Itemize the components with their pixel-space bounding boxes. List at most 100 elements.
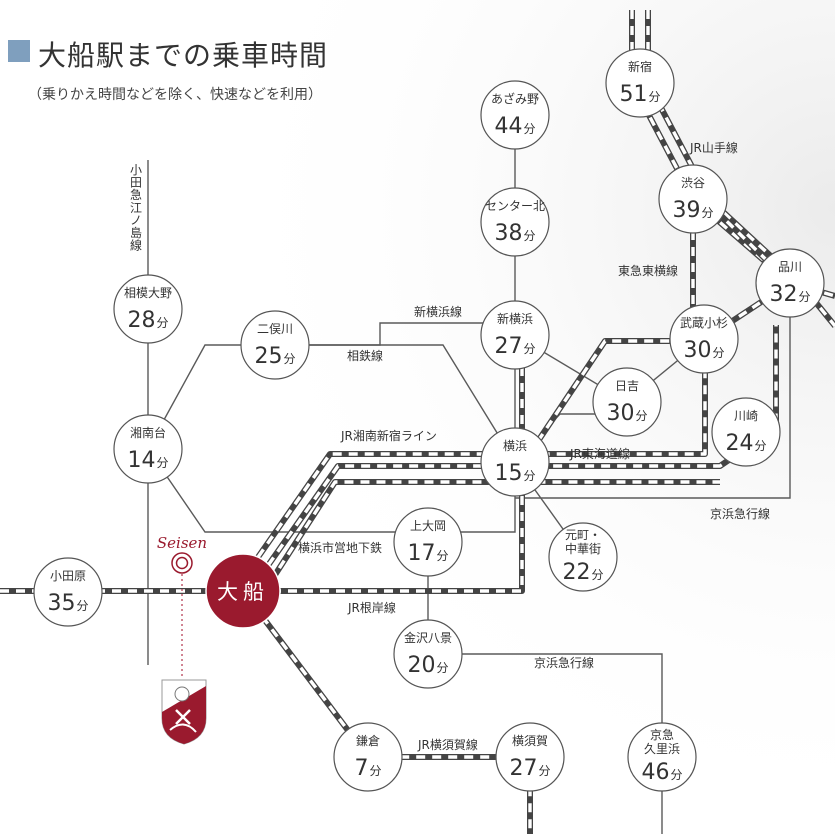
- station-circle: [393, 619, 463, 689]
- line-label-jr-negishi: JR根岸線: [347, 600, 396, 615]
- station-name: 新横浜: [497, 311, 533, 326]
- station-name: 元町・: [565, 528, 601, 542]
- station-circle: [548, 522, 618, 592]
- station-circle: [113, 274, 183, 344]
- station-time: 35分: [47, 591, 88, 616]
- station-name: 金沢八景: [404, 630, 452, 645]
- seisen-logo-text: Seisen: [157, 534, 207, 552]
- station-time: 7分: [354, 756, 381, 781]
- station-name: 二俣川: [257, 322, 293, 336]
- station-shin-yokohama: 新横浜 27分: [480, 300, 550, 370]
- station-name: 鎌倉: [356, 733, 380, 748]
- line-label-jr-yokosuka: JR横須賀線: [417, 737, 478, 752]
- station-circle: [480, 300, 550, 370]
- station-time: 22分: [562, 560, 603, 585]
- title-marker: [8, 40, 30, 62]
- station-circle: [755, 248, 825, 318]
- station-circle: [592, 367, 662, 437]
- rail-lines: [0, 10, 835, 834]
- station-time: 28分: [127, 308, 168, 333]
- station-shinagawa: 品川 32分: [755, 248, 825, 318]
- station-musashi-kosugi: 武蔵小杉 30分: [669, 304, 739, 374]
- station-name: 相模大野: [124, 286, 172, 300]
- station-shinjuku: 新宿 51分: [605, 48, 675, 118]
- line-label-odakyu-enoshima: 小田急江ノ島線: [130, 163, 142, 253]
- station-time: 30分: [606, 401, 647, 426]
- station-circle: [113, 414, 183, 484]
- line-label-subway-blue: 横浜市営地下鉄: [298, 540, 382, 555]
- line-jr-negishi: [0, 475, 525, 594]
- station-time: 39分: [672, 198, 713, 223]
- station-name: センター北: [485, 199, 545, 213]
- line-shin-yokohama: [275, 322, 515, 346]
- station-circle: [495, 722, 565, 792]
- station-name: 湘南台: [130, 425, 166, 440]
- station-time: 32分: [769, 282, 810, 307]
- station-name: 武蔵小杉: [680, 316, 728, 330]
- school-crest-icon: [161, 679, 207, 745]
- hub-circle: [205, 553, 281, 629]
- line-keikyu-main: [515, 283, 791, 499]
- station-kanazawa-hakkei: 金沢八景 20分: [393, 619, 463, 689]
- station-shonandai: 湘南台 14分: [113, 414, 183, 484]
- line-label-keikyu-kurihama: 京浜急行線: [534, 655, 594, 670]
- line-label-jr-tokaido: JR東海道線: [569, 446, 630, 461]
- station-circle: [480, 187, 550, 257]
- station-circle: [393, 507, 463, 577]
- hub-name: 大船: [217, 580, 269, 604]
- stations: 新宿51分あざみ野44分センター北38分渋谷39分品川32分相模大野28分二俣川…: [33, 48, 825, 792]
- station-time: 20分: [407, 653, 448, 678]
- station-sagami-ono: 相模大野 28分: [113, 274, 183, 344]
- station-time: 27分: [494, 334, 535, 359]
- station-time: 17分: [407, 541, 448, 566]
- line-label-sotetsu: 相鉄線: [347, 348, 383, 363]
- station-circle: [240, 310, 310, 380]
- station-circle: [480, 80, 550, 150]
- station-time: 15分: [494, 461, 535, 486]
- station-name: あざみ野: [491, 91, 539, 106]
- station-circle: [627, 722, 697, 792]
- station-name: 横須賀: [512, 734, 548, 748]
- station-time: 14分: [127, 448, 168, 473]
- line-label-tokyu-toyoko: 東急東横線: [618, 263, 678, 278]
- station-yokosuka: 横須賀 27分: [495, 722, 565, 792]
- line-jr-yamanote-east: [645, 10, 803, 286]
- station-name: 上大岡: [410, 519, 446, 533]
- station-time: 24分: [725, 431, 766, 456]
- line-sotetsu: [147, 344, 516, 463]
- station-time: 44分: [494, 114, 535, 139]
- station-futamatagawa: 二俣川 25分: [240, 310, 310, 380]
- line-label-jr-yamanote: JR山手線: [689, 140, 738, 155]
- station-time: 27分: [509, 756, 550, 781]
- line-label-shin-yokohama-line: 新横浜線: [414, 304, 462, 319]
- station-time: 51分: [619, 82, 660, 107]
- line-jr-shonan-shinjuku: [247, 325, 779, 593]
- station-kawasaki: 川崎 24分: [711, 397, 781, 467]
- station-time: 46分: [641, 760, 682, 785]
- hub-station: 大船: [205, 553, 281, 629]
- station-azamino: あざみ野 44分: [480, 80, 550, 150]
- line-jr-yokohama-inner: [259, 479, 720, 597]
- station-kamiooka: 上大岡 17分: [393, 507, 463, 577]
- station-name: 川崎: [734, 409, 758, 423]
- station-time: 30分: [683, 338, 724, 363]
- station-circle: [669, 304, 739, 374]
- line-subway-blue: [147, 448, 516, 533]
- station-circle: [33, 557, 103, 627]
- station-circle: [711, 397, 781, 467]
- station-circle: [333, 722, 403, 792]
- page-subtitle: （乗りかえ時間などを除く、快速などを利用）: [28, 87, 322, 103]
- station-name: 新宿: [628, 59, 652, 74]
- station-name: 小田原: [50, 569, 86, 583]
- station-time: 25分: [254, 344, 295, 369]
- station-name: 久里浜: [644, 742, 680, 756]
- station-name: 日吉: [615, 379, 639, 393]
- line-label-jr-shonan-shinjuku: JR湘南新宿ライン: [340, 428, 437, 443]
- station-name: 品川: [778, 260, 802, 274]
